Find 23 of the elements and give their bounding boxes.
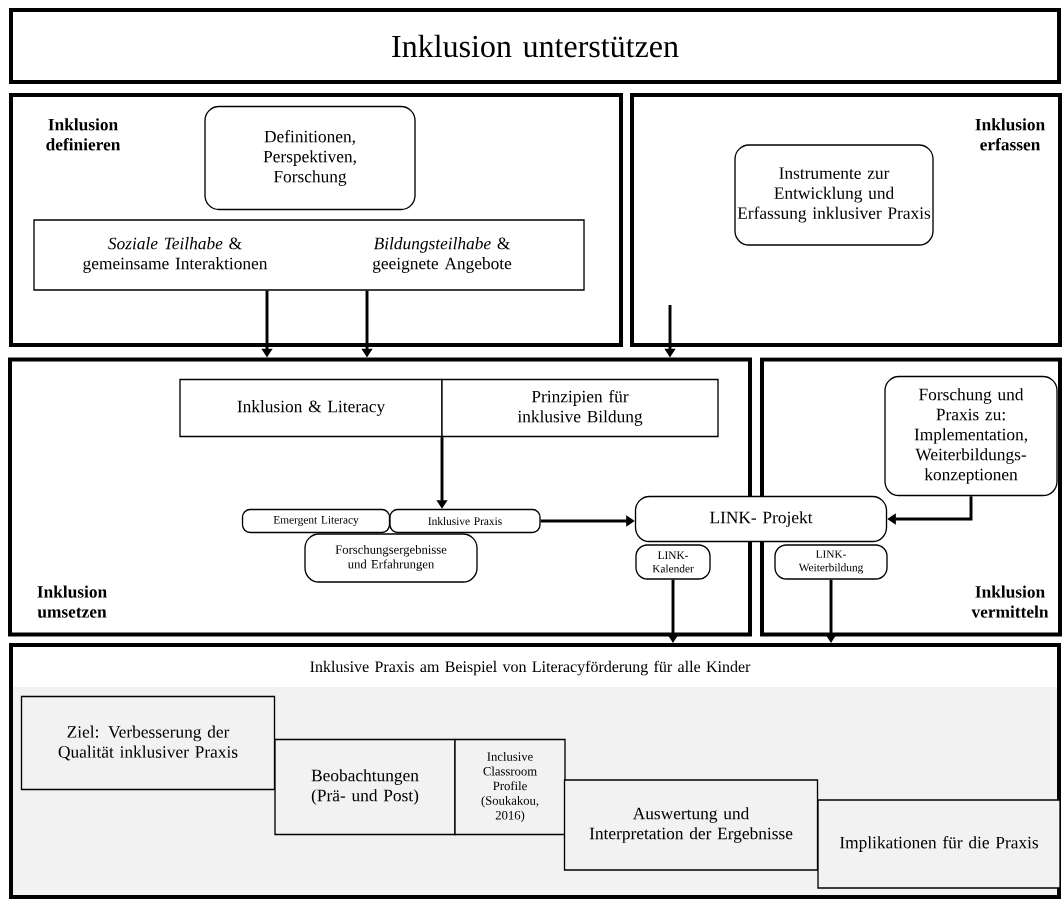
rounded-box: LINK- Kalender <box>635 544 711 580</box>
table-cell: Prinzipien für inklusive Bildung <box>441 378 719 438</box>
rounded-box: Instrumente zur Entwicklung und Erfassung inklusiver Praxis <box>734 144 934 246</box>
rounded-box: LINK- Weiterbildung <box>774 544 888 580</box>
rounded-box: Emergent Literacy <box>241 508 391 534</box>
step-box: Ziel: Verbesserung der Qualität inklusiver Praxis <box>20 695 276 791</box>
step-box: Beobachtungen (Prä- und Post) <box>274 738 456 836</box>
box-text: Soziale Teilhabe & gemeinsame Interaktionen <box>83 237 268 273</box>
heading: Inklusion vermitteln <box>971 585 1049 618</box>
box-text: Bildungsteilhabe & geeignete Angebote <box>373 237 512 273</box>
heading: Inklusion erfassen <box>975 118 1045 151</box>
table-cell: Inklusion & Literacy <box>179 378 443 438</box>
heading: Inklusion definieren <box>46 118 121 151</box>
rounded-box: Inklusive Praxis <box>389 508 541 534</box>
step-box: Implikationen für die Praxis <box>817 799 1061 889</box>
rounded-box: Forschung und Praxis zu: Implementation, Weiterbildungs- konzeptionen <box>884 375 1058 497</box>
rounded-box: LINK- Projekt <box>634 495 888 543</box>
title-box: Inklusion unterstützen <box>9 8 1061 84</box>
heading: Inklusive Praxis am Beispiel von Literacyförderung für alle Kinder <box>310 660 751 676</box>
rounded-box: Definitionen, Perspektiven, Forschung <box>204 105 416 211</box>
rounded-box: Forschungsergebnisse und Erfahrungen <box>304 533 478 583</box>
heading: Inklusion umsetzen <box>37 585 107 618</box>
step-box: Inclusive Classroom Profile (Soukakou, 2016) <box>454 738 566 836</box>
